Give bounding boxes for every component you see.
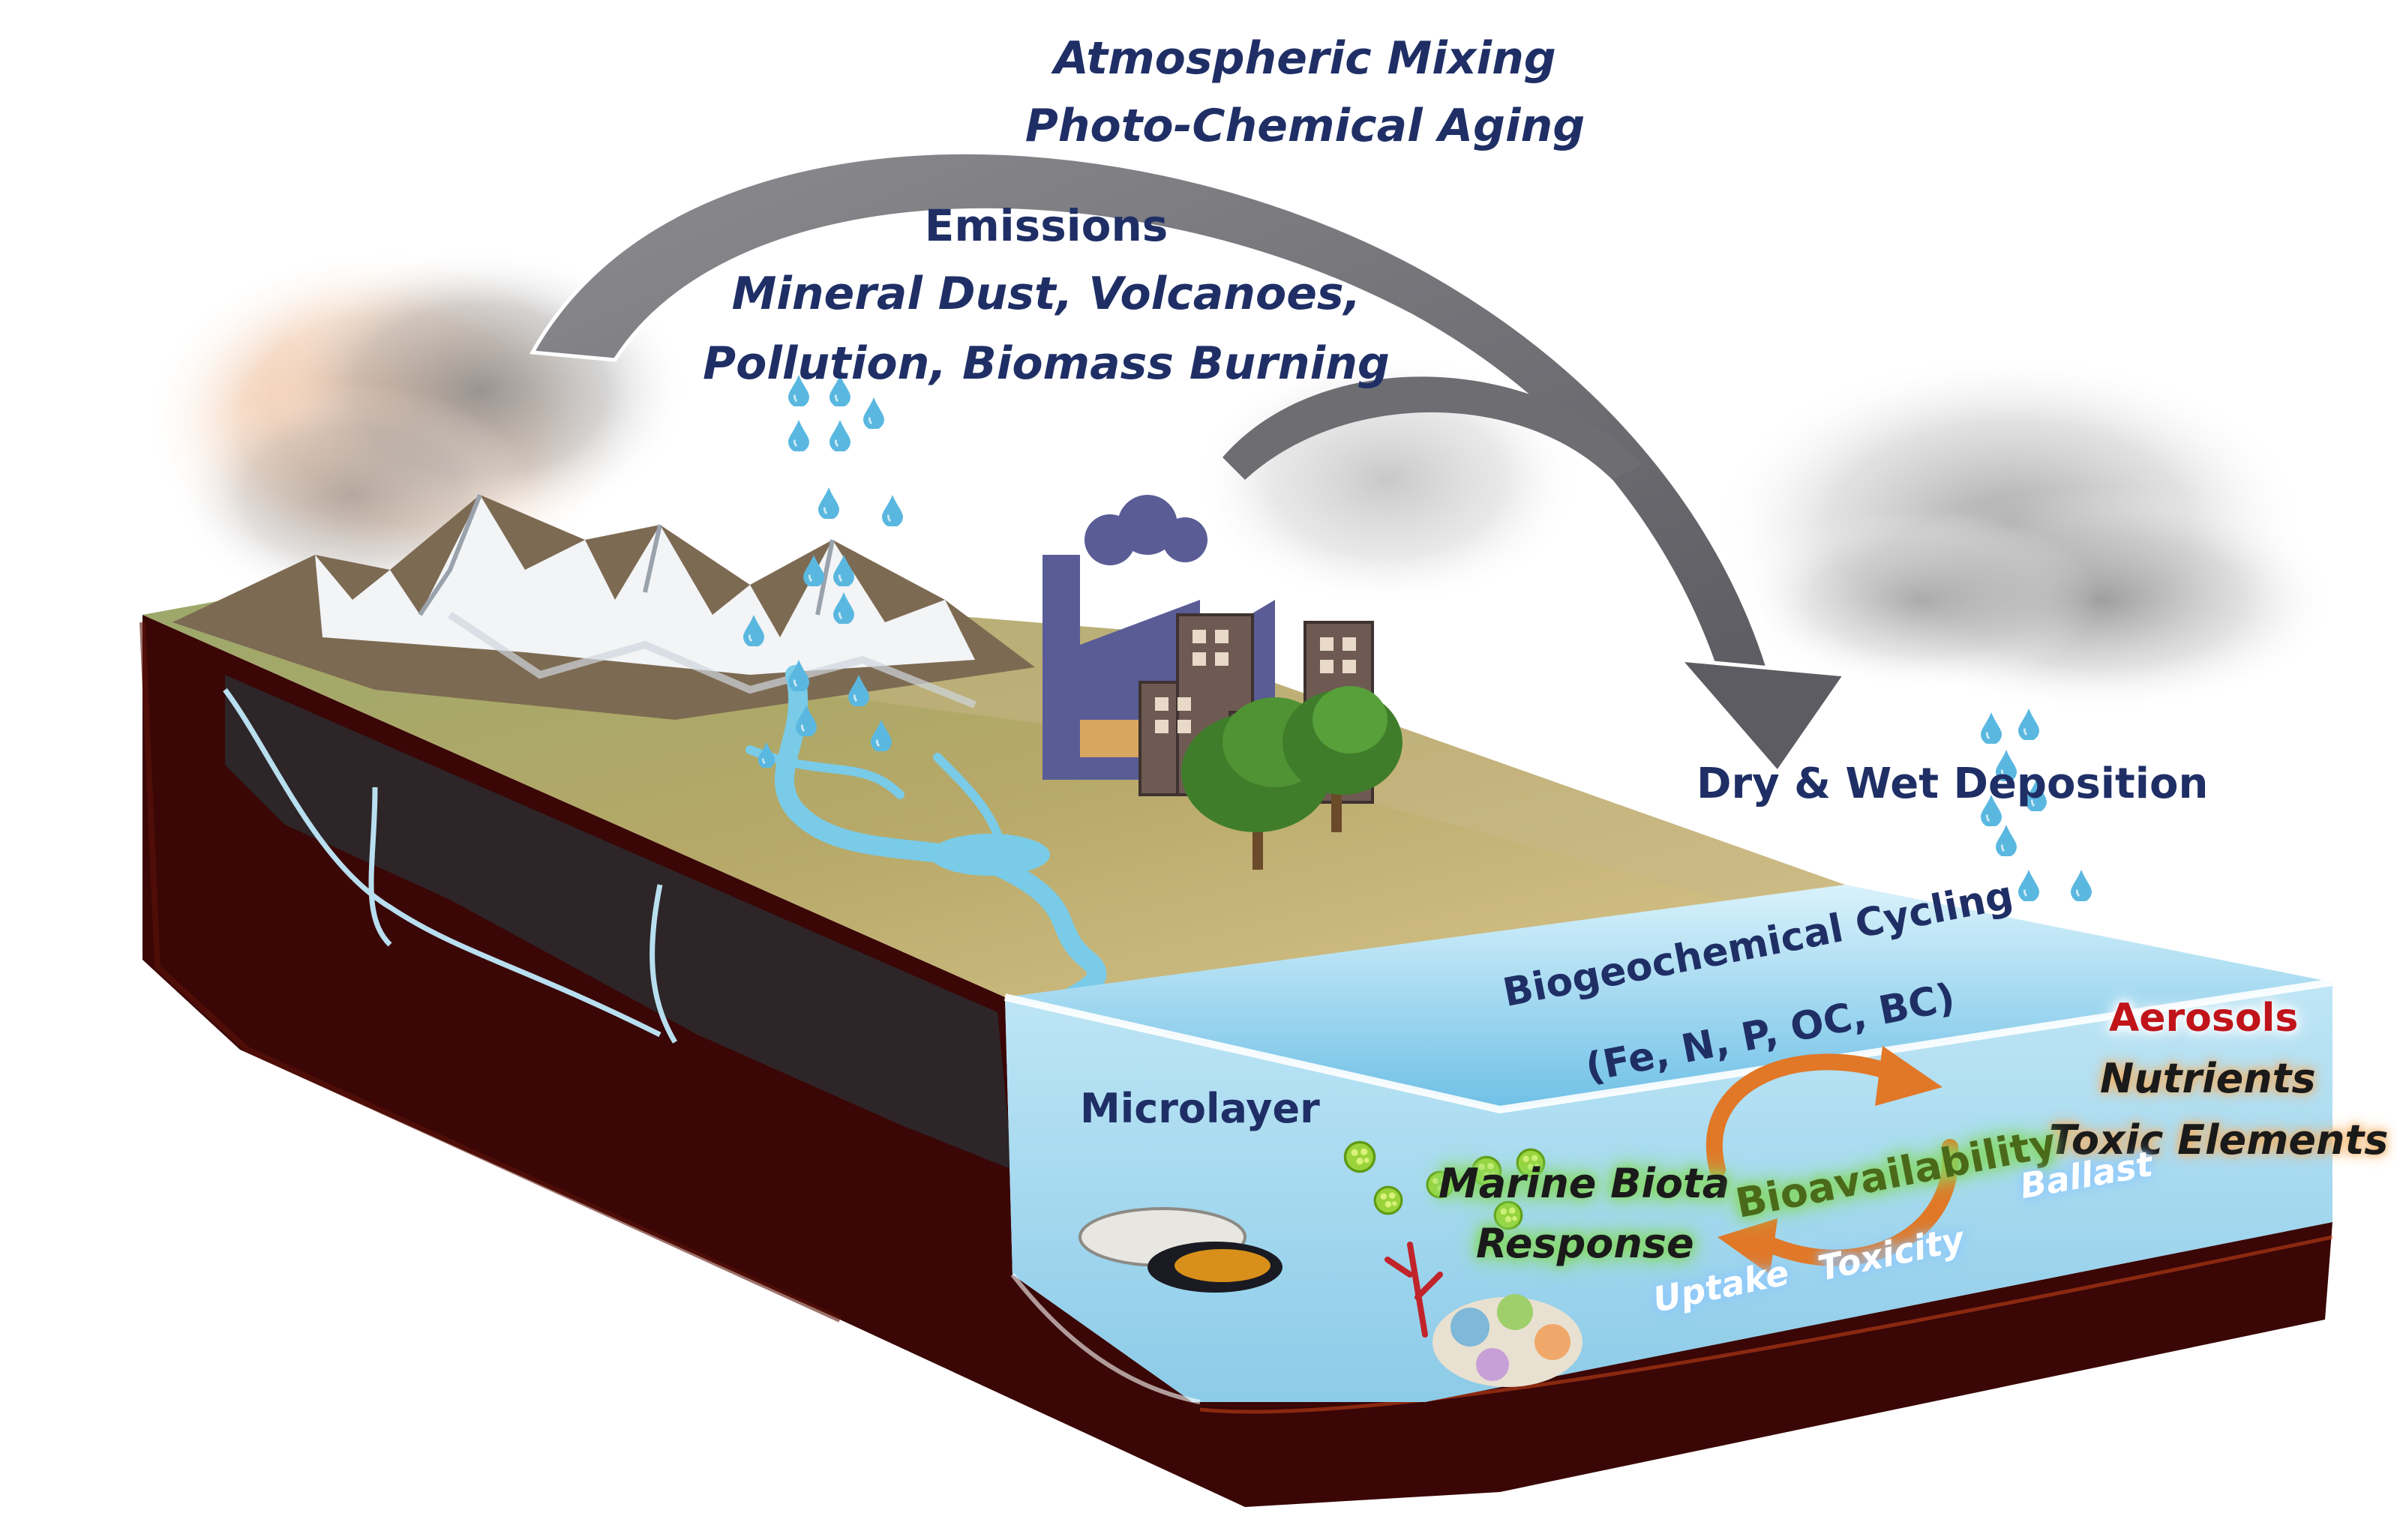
snowy-mountains	[172, 493, 1035, 720]
mixing-arrow	[529, 150, 1849, 776]
earth-block	[140, 615, 2333, 1507]
emissions-title: Emissions	[924, 200, 1168, 251]
nutrients-label: Nutrients	[2100, 1055, 2316, 1102]
emission-arrow	[1222, 376, 1642, 480]
toxic-elements-label: Toxic Elements	[2049, 1116, 2389, 1164]
ocean-block	[1004, 885, 2333, 1404]
marine-biota-label: Marine Biota	[1438, 1160, 1730, 1207]
microlayer-label: Microlayer	[1080, 1085, 1320, 1132]
photo-chemical-aging-label: Photo-Chemical Aging	[1024, 100, 1586, 152]
emissions-sources-line1: Mineral Dust, Volcanoes,	[731, 268, 1361, 320]
marine-biota-response-label: Response	[1476, 1220, 1694, 1267]
deposition-label: Dry & Wet Deposition	[1696, 760, 2209, 808]
trees	[1181, 686, 1402, 870]
coral-reef	[1384, 1242, 1582, 1387]
aerosols-label: Aerosols	[2109, 996, 2299, 1041]
river	[746, 665, 1107, 1029]
emissions-sources-line2: Pollution, Biomass Burning	[703, 337, 1390, 390]
bioavailability-cycle	[1706, 1046, 1959, 1275]
rain-cloud	[1710, 352, 2340, 712]
atmospheric-mixing-label: Atmospheric Mixing	[1054, 32, 1556, 85]
mussel-shell	[1078, 1207, 1282, 1293]
